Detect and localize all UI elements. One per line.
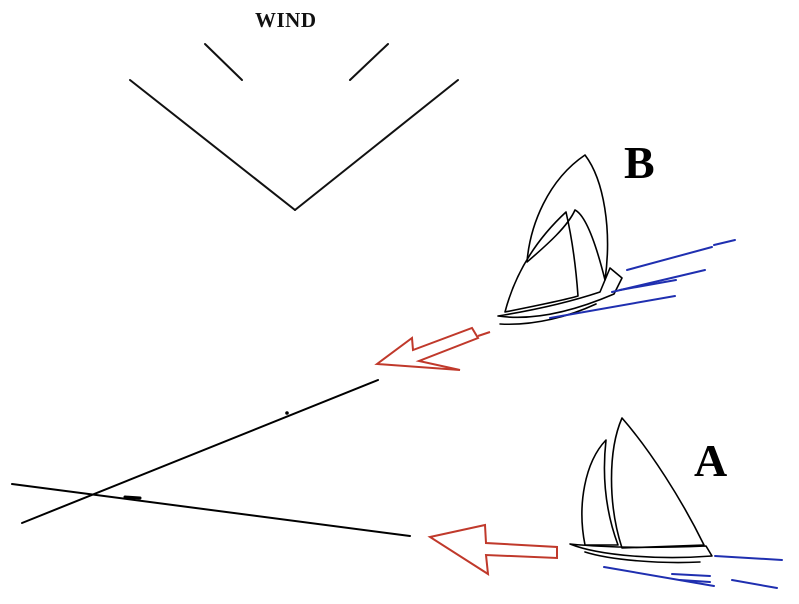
heading-arrow-a (427, 523, 558, 576)
course-line-a (11, 483, 411, 537)
course-line-b (21, 379, 379, 524)
wake-b-line-5 (549, 295, 676, 319)
sailboat-b-keel (499, 303, 597, 326)
wind-indicator (129, 43, 459, 211)
sailboat-a (569, 417, 713, 564)
wake-b-line-1 (626, 246, 713, 271)
sailboat-a-mainsail (610, 417, 705, 549)
wake-a (603, 555, 783, 589)
wind-chevron-left-line (129, 79, 296, 211)
wake-a-line-4 (679, 579, 711, 583)
sailboat-a-hull (569, 543, 713, 559)
wind-tick-right (349, 43, 389, 81)
heading-arrow-a-shape (427, 523, 558, 576)
wake-a-line-1 (714, 555, 783, 561)
sailboat-b (497, 154, 623, 326)
wind-chevron-right-line (294, 79, 459, 211)
heading-arrow-b (374, 326, 491, 371)
course-line-dot (285, 411, 289, 415)
heading-arrow-b-dash (477, 331, 491, 337)
sailboat-a-jib (581, 439, 619, 546)
wind-label: WIND (255, 8, 317, 32)
wake-a-line-2 (603, 566, 715, 587)
sailboat-b-jib (504, 211, 579, 313)
course-line-a-mark (123, 495, 142, 500)
heading-arrow-b-shape (374, 326, 480, 371)
sailboat-b-mainsail (526, 154, 609, 281)
wake-b-line-4 (619, 279, 677, 291)
wake-a-line-3 (671, 573, 711, 577)
sailboat-a-keel (584, 551, 701, 564)
wake-b-line-2 (713, 239, 736, 246)
wake-b (549, 239, 736, 319)
wind-tick-left (204, 43, 243, 81)
sailboat-b-hull (497, 267, 623, 319)
boat-a-label: A (694, 435, 728, 486)
wake-a-line-5 (731, 579, 778, 589)
course-lines (11, 379, 411, 537)
boat-b-label: B (624, 137, 655, 188)
